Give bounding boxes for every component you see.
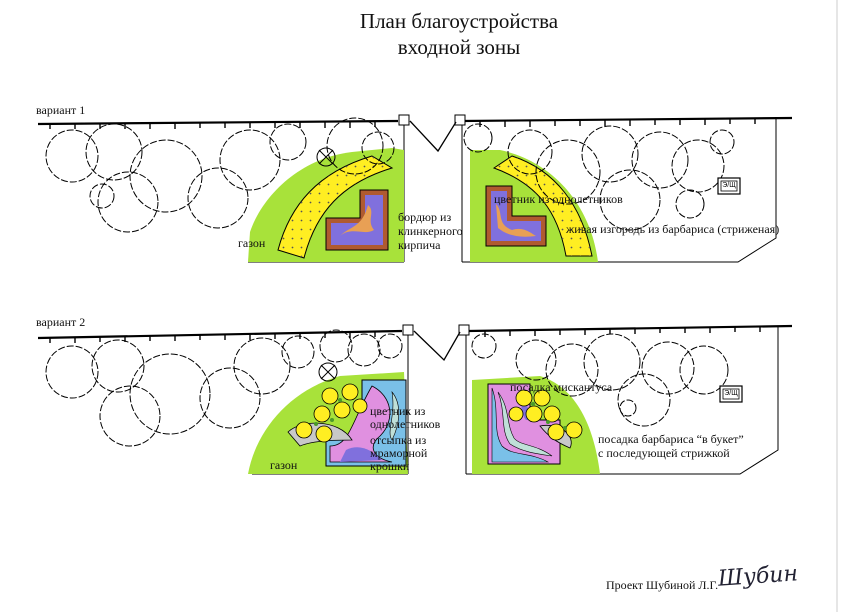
lawn-label-v2: газон (270, 458, 298, 472)
marble-label-line1-v2: отсыпка из (370, 433, 427, 447)
tree-removal-mark-v2 (318, 362, 338, 382)
flowerbed-label-line1-v2: цветник из (370, 404, 426, 418)
fence-ticks-right-v2 (484, 326, 761, 337)
trees-left-v1 (45, 117, 395, 233)
variant1-label: вариант 1 (36, 103, 86, 117)
plan-title-line1: План благоустройства (359, 9, 559, 33)
hedge-label-v1: живая изгородь из барбариса (стриженая) (566, 222, 780, 236)
page-edge-shadow (836, 0, 838, 612)
lawn-label-v1: газон (238, 236, 266, 250)
fence-ticks-right-v1 (479, 118, 756, 127)
gate-swing-v2 (413, 330, 461, 362)
border-label-line2-v1: клинкерного (398, 224, 463, 238)
barberry-label-line2-v2: с последующей стрижкой (598, 446, 730, 460)
electric-box-text-v1: Э/Щ (722, 182, 736, 189)
trees-right-v1 (463, 123, 735, 231)
barberry-clusters-left-v2 (295, 383, 368, 443)
marble-label-line3-v2: крошки (370, 459, 410, 473)
variant2-label: вариант 2 (36, 315, 86, 329)
site-boundary-right-v1 (462, 118, 777, 263)
tree-removal-mark-v1 (316, 147, 336, 167)
fence-line-left-v1 (37, 119, 399, 126)
miscanthus-label-v2: посадка мискантуса (510, 380, 613, 394)
variant2-plan (37, 324, 793, 475)
fence-line-left-v2 (37, 329, 403, 340)
gate-post-left-v2 (402, 324, 414, 336)
electric-box-v1 (717, 177, 741, 195)
trees-right-v2 (471, 333, 729, 427)
electric-box-text-v2: Э/Щ (724, 390, 738, 397)
flowerbed-label-v1: цветник из однолетников (494, 192, 623, 206)
gate-post-left-v1 (398, 114, 410, 126)
electric-box-v2 (719, 385, 743, 403)
trees-left-v2 (45, 329, 403, 447)
gate-post-right-v2 (458, 324, 470, 336)
barberry-clusters-right-v2 (508, 389, 583, 441)
site-boundary-right-v2 (466, 326, 779, 475)
flowerbed-label-line2-v2: однолетников (370, 417, 441, 431)
border-label-line3-v1: кирпича (398, 238, 441, 252)
fence-line-right-v2 (467, 324, 793, 333)
border-label-line1-v1: бордюр из (398, 210, 452, 224)
author-credit: Проект Шубиной Л.Г. (606, 578, 719, 592)
fence-line-right-v1 (461, 116, 793, 123)
gate-post-right-v1 (454, 114, 466, 126)
marble-chip-bed-right-v2 (487, 383, 561, 465)
gate-swing-v1 (409, 120, 457, 153)
variant1-plan (37, 114, 793, 263)
marble-label-line2-v2: мраморной (370, 446, 428, 460)
barberry-label-line1-v2: посадка барбариса “в букет” (598, 432, 744, 446)
plan-title-line2: входной зоны (397, 35, 521, 59)
